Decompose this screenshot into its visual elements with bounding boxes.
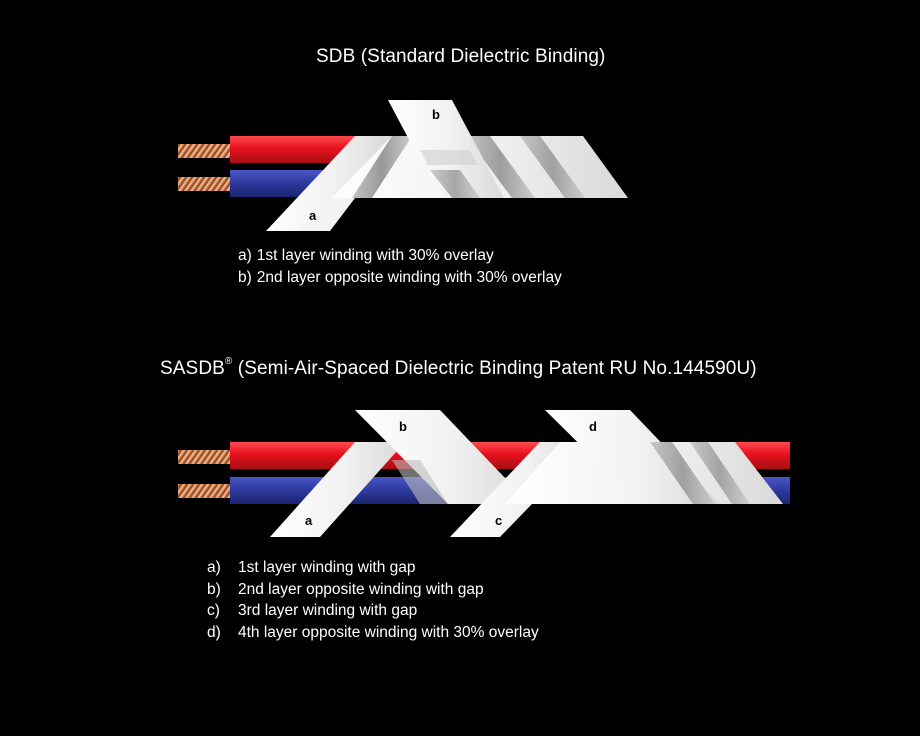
sasdb-legend-item: d) 4th layer opposite winding with 30% ov…: [207, 622, 539, 644]
sdb-title: SDB (Standard Dielectric Binding): [316, 46, 606, 67]
sasdb-copper-blue: [178, 484, 232, 498]
sasdb-legend-item: b) 2nd layer opposite winding with gap: [207, 579, 539, 601]
sasdb-cable-group: a b c d: [178, 410, 790, 537]
sasdb-tape-b: [355, 410, 530, 504]
sdb-tape-label-b: b: [432, 107, 440, 122]
registered-mark: ®: [224, 356, 233, 367]
legend-text: 2nd layer opposite winding with gap: [238, 580, 484, 598]
sasdb-title: SASDB® (Semi-Air-Spaced Dielectric Bindi…: [160, 356, 757, 380]
sasdb-tape-d-shade: [650, 442, 715, 504]
sasdb-legend: a) 1st layer winding with gap b) 2nd layer…: [207, 557, 539, 643]
sdb-tape-a-shade: [520, 136, 585, 198]
sdb-tape-a-leader: [266, 136, 392, 231]
sdb-legend-item: b)2nd layer opposite winding with 30% ov…: [238, 267, 562, 289]
sdb-tape-b-shade: [430, 170, 480, 198]
legend-key: b): [207, 580, 221, 598]
sasdb-tape-a: [270, 442, 405, 537]
legend-key: a): [207, 559, 221, 576]
legend-text: 3rd layer winding with gap: [238, 602, 418, 619]
legend-text: 1st layer winding with 30% overlay: [256, 247, 494, 264]
legend-key: a): [238, 247, 252, 264]
legend-key: c): [207, 602, 220, 619]
sdb-tape-a-shade: [466, 136, 535, 198]
sasdb-tape-label-d: d: [589, 419, 597, 434]
sdb-tape-b-shade: [420, 150, 478, 165]
sasdb-title-prefix: SASDB: [160, 358, 225, 379]
sasdb-tape-d: [545, 410, 720, 504]
legend-text: 4th layer opposite winding with 30% over…: [238, 623, 539, 641]
sasdb-tape-label-b: b: [399, 419, 407, 434]
legend-text: 2nd layer opposite winding with 30% over…: [256, 268, 562, 286]
sasdb-legend-item: a) 1st layer winding with gap: [207, 557, 539, 579]
sdb-copper-red: [178, 144, 232, 158]
sasdb-title-suffix: (Semi-Air-Spaced Dielectric Binding Pate…: [232, 358, 757, 379]
legend-key: b): [238, 268, 252, 286]
sdb-cable-group: a b: [178, 100, 628, 231]
legend-text: 1st layer winding with gap: [238, 559, 416, 576]
sdb-legend-item: a)1st layer winding with 30% overlay: [238, 245, 562, 267]
sasdb-tape-b-shade: [392, 460, 448, 504]
sasdb-tape-label-a: a: [305, 513, 313, 528]
sdb-legend: a)1st layer winding with 30% overlay b)2…: [238, 245, 562, 288]
legend-key: d): [207, 623, 221, 641]
sdb-tape-a-shade: [352, 136, 412, 198]
sdb-tape-label-a: a: [309, 208, 317, 223]
sdb-copper-blue: [178, 177, 232, 191]
sdb-tape-b: [388, 100, 504, 198]
sasdb-copper-red: [178, 450, 232, 464]
sasdb-tape-d-shade: [690, 442, 750, 504]
sasdb-legend-item: c) 3rd layer winding with gap: [207, 600, 539, 622]
sasdb-tape-label-c: c: [495, 513, 502, 528]
